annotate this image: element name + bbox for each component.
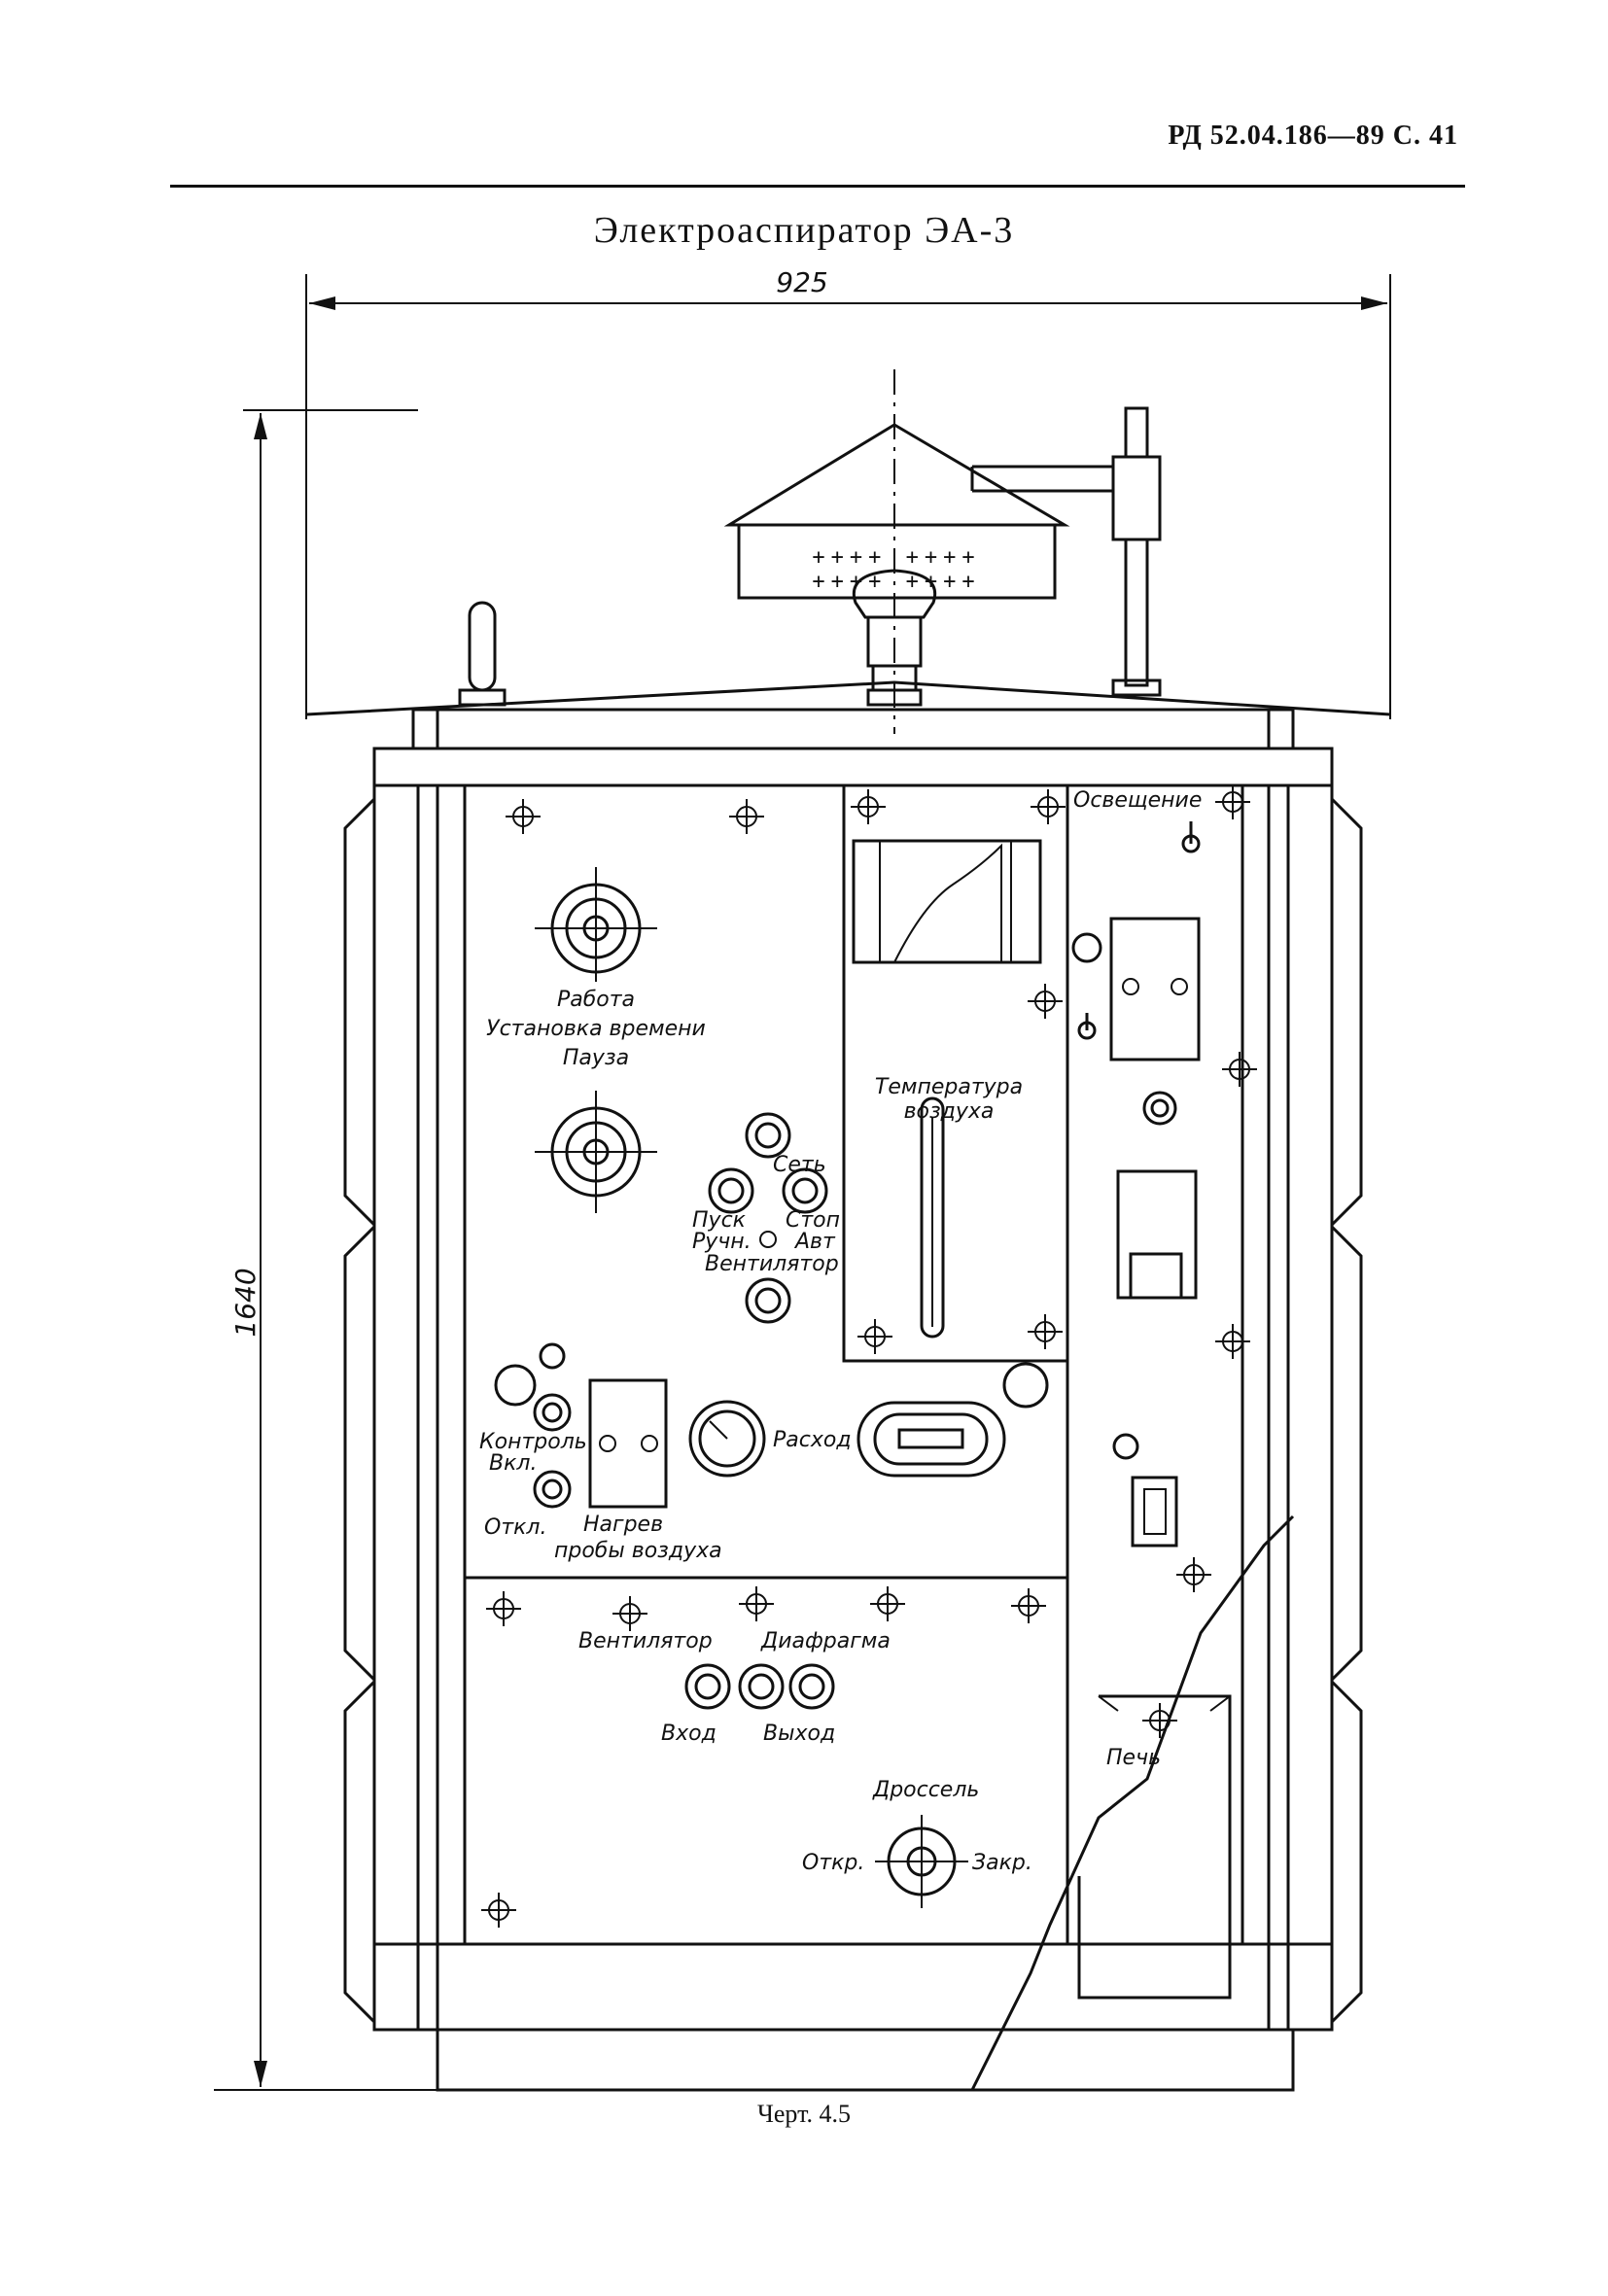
right-panel-controls bbox=[1071, 932, 1188, 1460]
label-network: Сеть bbox=[773, 1153, 826, 1177]
page-header: РД 52.04.186—89 С. 41 bbox=[1168, 121, 1458, 151]
label-air-temperature-1: Температура bbox=[875, 1075, 1023, 1099]
svg-text:++++ ++++: ++++ ++++ bbox=[812, 545, 980, 570]
label-furnace: Печь bbox=[1106, 1746, 1161, 1770]
label-pause: Пауза bbox=[563, 1046, 629, 1070]
flow-gauge bbox=[688, 1400, 766, 1478]
label-inlet: Вход bbox=[661, 1722, 717, 1746]
svg-text:++++ ++++: ++++ ++++ bbox=[812, 570, 980, 594]
switch-group bbox=[708, 1112, 828, 1324]
label-fan-switch: Вентилятор bbox=[705, 1252, 839, 1276]
label-off: Откл. bbox=[484, 1515, 546, 1540]
height-dimension: 1640 bbox=[214, 409, 437, 2091]
width-dimension: 925 bbox=[305, 266, 1391, 719]
label-diaphragm: Диафрагма bbox=[760, 1629, 891, 1653]
label-stop: Стоп bbox=[786, 1208, 840, 1233]
label-close: Закр. bbox=[972, 1851, 1032, 1875]
screw-markers bbox=[481, 784, 1257, 1928]
label-heating-1: Нагрев bbox=[583, 1513, 663, 1537]
width-dimension-value: 925 bbox=[776, 266, 827, 298]
lid bbox=[305, 601, 1391, 750]
throttle-knob bbox=[875, 1815, 968, 1908]
label-outlet: Выход bbox=[763, 1722, 835, 1746]
rain-hood: ++++ ++++ ++++ ++++ bbox=[723, 369, 1070, 734]
control-group bbox=[494, 1342, 658, 1509]
header-rule bbox=[170, 185, 1465, 188]
label-manual: Ручн. bbox=[692, 1230, 752, 1254]
height-dimension-value: 1640 bbox=[229, 1268, 262, 1337]
label-auto: Авт bbox=[793, 1230, 836, 1254]
label-start: Пуск bbox=[692, 1208, 747, 1233]
work-timer-knob bbox=[535, 867, 657, 982]
mast bbox=[970, 406, 1162, 697]
label-throttle: Дроссель bbox=[872, 1778, 979, 1802]
pause-timer-knob bbox=[535, 1091, 657, 1213]
label-work: Работа bbox=[557, 988, 635, 1012]
figure-caption: Черт. 4.5 bbox=[756, 2100, 851, 2128]
label-on: Вкл. bbox=[489, 1451, 537, 1476]
light-switch bbox=[1181, 821, 1201, 853]
label-heating-2: пробы воздуха bbox=[554, 1539, 722, 1563]
label-open: Откр. bbox=[802, 1851, 864, 1875]
label-fan: Вентилятор bbox=[578, 1629, 713, 1653]
housing bbox=[343, 747, 1363, 2092]
label-flow: Расход bbox=[773, 1428, 852, 1452]
label-control: Контроль bbox=[479, 1430, 587, 1454]
front-panels bbox=[463, 783, 1295, 2091]
flow-meter bbox=[856, 1362, 1049, 1478]
nozzles bbox=[684, 1663, 835, 1710]
drawing-title: Электроаспиратор ЭА-3 bbox=[593, 210, 1015, 251]
label-time-setting: Установка времени bbox=[486, 1017, 706, 1041]
label-lighting: Освещение bbox=[1073, 788, 1202, 813]
label-air-temperature-2: воздуха bbox=[904, 1099, 995, 1124]
